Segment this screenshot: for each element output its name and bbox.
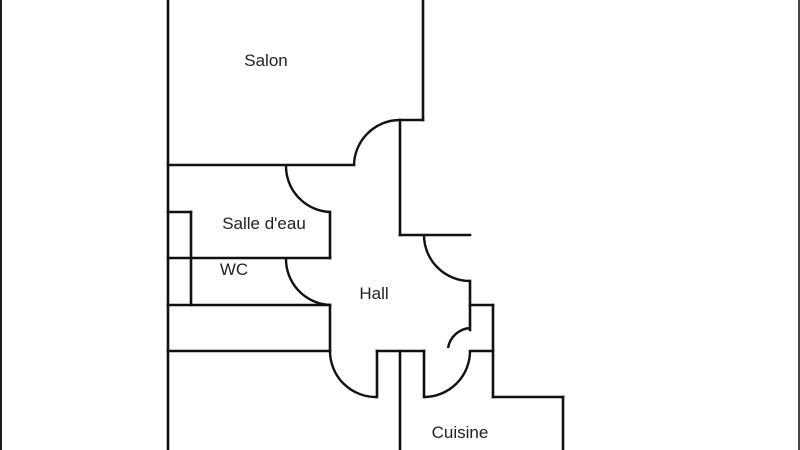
hall-right-door-arc [422,234,471,283]
cuisine-walls [491,395,565,450]
cuisine-door-arc [423,350,472,399]
image-border-left [0,0,2,450]
room-label-salon: Salon [244,51,287,70]
room-label-hall: Hall [359,284,388,303]
salle-deau-door-arc [284,164,331,214]
room-label-salle-deau: Salle d'eau [222,214,306,233]
bottom-corridor-walls [375,349,426,450]
salon-walls [166,0,425,167]
wc-door-arc [284,257,331,307]
room-label-wc: WC [220,260,248,279]
salon-door-arc [352,118,401,166]
wc-walls [166,303,332,353]
closet-walls [468,303,495,399]
bottom-left-door-arc [328,350,378,399]
hall-right-walls [398,118,472,332]
closet-door-arc [446,326,471,349]
image-border-right [798,0,800,450]
salle-deau-walls [166,210,332,307]
room-label-cuisine: Cuisine [432,423,489,442]
